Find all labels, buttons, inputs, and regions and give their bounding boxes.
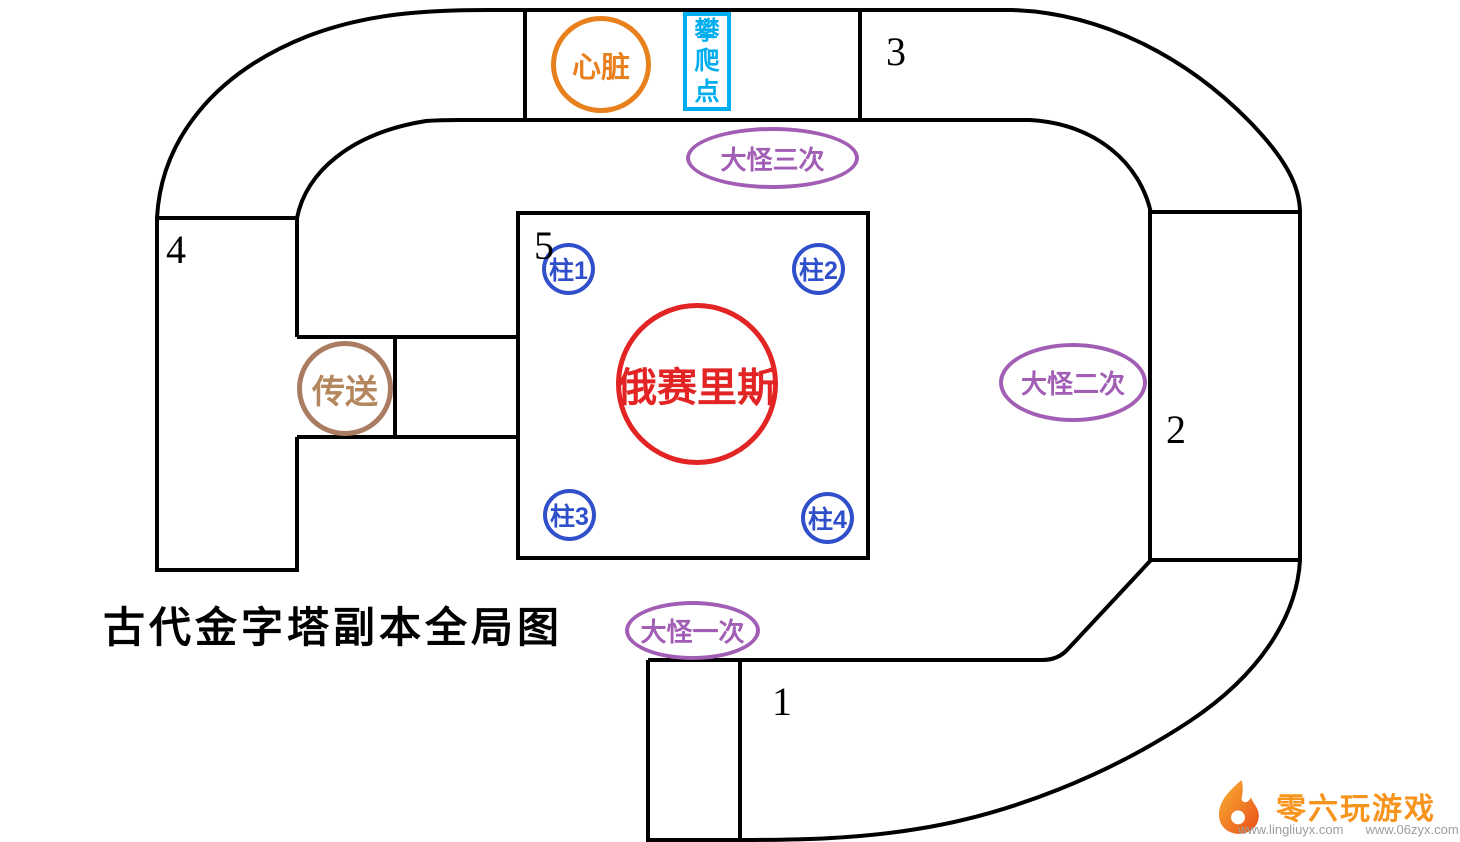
heart-label: 心脏 xyxy=(571,51,630,84)
room-2-number: 2 xyxy=(1166,407,1186,452)
big-monster-first-label: 大怪一次 xyxy=(640,617,745,647)
climbing-point-label: 攀爬点 xyxy=(694,16,720,106)
pillar-1-label: 柱1 xyxy=(549,257,588,285)
big-monster-third-marker: 大怪三次 xyxy=(686,127,859,189)
climbing-point-marker: 攀爬点 xyxy=(683,12,731,111)
teleport-corridor-walls xyxy=(297,335,518,439)
top-room-walls xyxy=(523,10,862,120)
site-brand-name: 零六玩游戏 xyxy=(1276,793,1436,826)
map-title: 古代金字塔副本全局图 xyxy=(103,606,564,652)
pillar-2-marker: 柱2 xyxy=(792,243,845,295)
big-monster-second-label: 大怪二次 xyxy=(1020,369,1125,399)
pillar-2-label: 柱2 xyxy=(799,257,838,285)
pillar-3-label: 柱3 xyxy=(550,503,589,531)
boss-osiris-marker: 俄赛里斯 xyxy=(616,303,778,465)
big-monster-first-marker: 大怪一次 xyxy=(625,601,760,660)
site-url-2: www.06zyx.com xyxy=(1365,822,1459,837)
room-5-number: 5 xyxy=(534,223,554,268)
corridor-outer-bottom-path xyxy=(739,559,1302,842)
site-logo-flame-icon xyxy=(1212,778,1264,841)
boss-osiris-label: 俄赛里斯 xyxy=(617,366,777,410)
big-monster-second-marker: 大怪二次 xyxy=(999,343,1147,422)
corridor-inner-top-path xyxy=(295,118,1153,219)
room-2-box xyxy=(1148,210,1302,562)
corridor-outer-top-path xyxy=(155,8,1302,219)
room-1-walls xyxy=(646,660,742,842)
site-url-1: www.lingliuyx.com xyxy=(1238,822,1344,837)
room-4-walls xyxy=(155,216,299,572)
pillar-1-marker: 柱1 xyxy=(542,243,595,295)
room-4-number: 4 xyxy=(166,227,186,272)
room-3-number: 3 xyxy=(886,29,906,74)
big-monster-third-label: 大怪三次 xyxy=(720,144,825,175)
teleport-marker: 传送 xyxy=(297,341,393,436)
teleport-label: 传送 xyxy=(312,372,378,410)
pillar-4-label: 柱4 xyxy=(808,506,847,534)
pillar-4-marker: 柱4 xyxy=(801,492,854,544)
site-urls: www.lingliuyx.com www.06zyx.com xyxy=(1238,822,1459,837)
pillar-3-marker: 柱3 xyxy=(543,489,596,541)
corridor-inner-bottom-path xyxy=(648,558,1153,662)
room-5-boss-box xyxy=(516,211,870,560)
room-1-number: 1 xyxy=(772,679,792,724)
heart-marker: 心脏 xyxy=(551,16,651,113)
